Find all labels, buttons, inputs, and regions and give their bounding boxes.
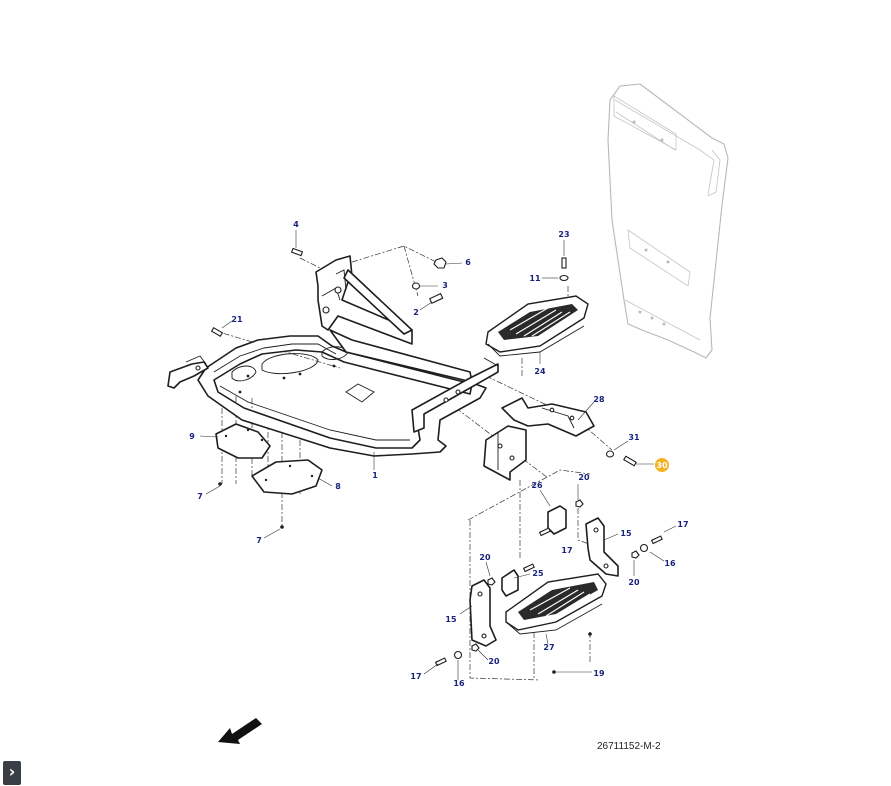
- upper-step-part-24[interactable]: [485, 295, 589, 357]
- left-side-bracket: [167, 355, 209, 389]
- drawing-reference-id: 26711152-M-2: [597, 741, 661, 752]
- callout-24[interactable]: 24: [534, 367, 546, 376]
- step-bracket-part-28[interactable]: [501, 397, 595, 437]
- callouts: 4 6 3 2 21 9 7 7 8 1 23 11 24 28 31 30 2…: [189, 220, 688, 688]
- callout-4[interactable]: 4: [293, 220, 299, 229]
- callout-20[interactable]: 20: [578, 473, 590, 482]
- callout-7[interactable]: 7: [197, 492, 203, 501]
- callout-9[interactable]: 9: [189, 432, 195, 441]
- ghost-fender-panel: [607, 83, 729, 359]
- callout-30[interactable]: 30: [656, 461, 668, 470]
- callout-2[interactable]: 2: [413, 308, 419, 317]
- callout-23[interactable]: 23: [558, 230, 569, 239]
- callout-7[interactable]: 7: [256, 536, 262, 545]
- callout-27[interactable]: 27: [543, 643, 554, 652]
- callout-31[interactable]: 31: [628, 433, 640, 442]
- shield-plate-part-9[interactable]: [215, 423, 271, 459]
- hanger-part-15-left[interactable]: [469, 579, 497, 647]
- callout-21[interactable]: 21: [231, 315, 243, 324]
- frame-right-bracket: [411, 357, 499, 433]
- orientation-arrow-icon: [218, 718, 262, 744]
- expand-panel-button[interactable]: ›: [3, 761, 21, 785]
- callout-17[interactable]: 17: [561, 546, 572, 555]
- step-bracket-part-26[interactable]: [483, 425, 527, 481]
- callout-15[interactable]: 15: [620, 529, 632, 538]
- callout-15[interactable]: 15: [445, 615, 457, 624]
- main-frame-upright: [315, 255, 473, 383]
- callout-1[interactable]: 1: [372, 471, 378, 480]
- hanger-part-15-right[interactable]: [585, 517, 619, 577]
- callout-20[interactable]: 20: [628, 578, 640, 587]
- chevron-right-icon: ›: [8, 762, 16, 781]
- callout-11[interactable]: 11: [529, 274, 541, 283]
- callout-8[interactable]: 8: [335, 482, 341, 491]
- callout-26[interactable]: 26: [531, 481, 543, 490]
- callout-20[interactable]: 20: [479, 553, 491, 562]
- callout-30-highlight[interactable]: [655, 458, 669, 472]
- lower-step-part-27[interactable]: [505, 573, 607, 635]
- callout-16[interactable]: 16: [664, 559, 676, 568]
- callout-leaders: [199, 230, 677, 680]
- callout-25[interactable]: 25: [532, 569, 544, 578]
- callout-19[interactable]: 19: [593, 669, 605, 678]
- callout-28[interactable]: 28: [593, 395, 605, 404]
- callout-20[interactable]: 20: [488, 657, 500, 666]
- hardware: [210, 247, 663, 674]
- callout-17[interactable]: 17: [677, 520, 688, 529]
- assembly-centerlines: [211, 245, 613, 681]
- plate-part-26-small[interactable]: [547, 505, 567, 535]
- shield-plate-part-8[interactable]: [251, 459, 323, 495]
- plate-part-25[interactable]: [501, 569, 519, 597]
- callout-3[interactable]: 3: [442, 281, 448, 290]
- callout-17[interactable]: 17: [410, 672, 421, 681]
- callout-16[interactable]: 16: [453, 679, 465, 688]
- callout-6[interactable]: 6: [465, 258, 471, 267]
